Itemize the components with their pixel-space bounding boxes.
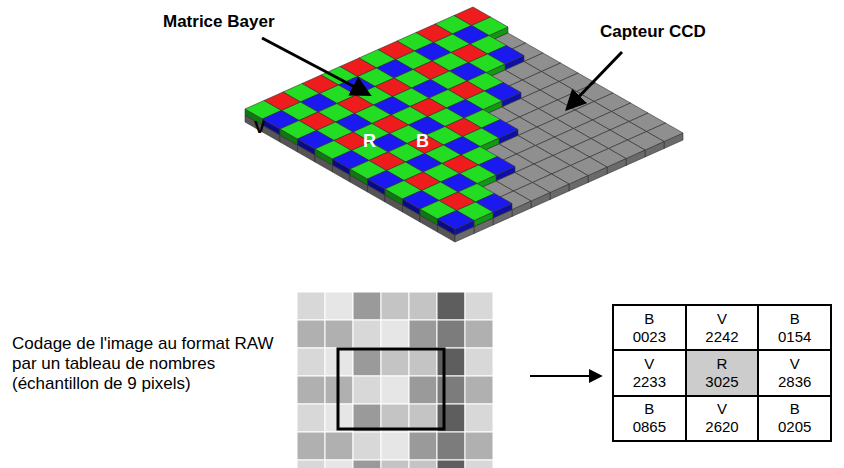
table-cell: V2836 — [758, 350, 831, 395]
color-letter: B — [416, 131, 429, 152]
raw-pixel — [465, 376, 493, 404]
sample-frame — [338, 349, 444, 429]
channel-letter: V — [790, 355, 800, 373]
channel-letter: V — [717, 400, 727, 418]
raw-pixel — [381, 460, 409, 468]
raw-pixel — [353, 320, 381, 348]
raw-pixel — [297, 292, 325, 320]
raw-pixel — [437, 432, 465, 460]
pixel-value: 2620 — [705, 418, 738, 436]
raw-pixel — [353, 348, 381, 376]
raw-pixel — [297, 404, 325, 432]
raw-pixel — [409, 292, 437, 320]
channel-letter: V — [644, 355, 654, 373]
raw-pixel — [409, 320, 437, 348]
raw-pixel — [297, 376, 325, 404]
caption-text: Codage de l'image au format RAW par un t… — [12, 334, 274, 394]
pixel-value: 2233 — [633, 373, 666, 391]
raw-table: B0023V2242B0154V2233R3025V2836B0865V2620… — [612, 304, 832, 442]
table-cell: V2233 — [613, 350, 686, 395]
leader-arrow — [568, 52, 622, 108]
raw-pixel — [325, 460, 353, 468]
raw-pixel — [409, 460, 437, 468]
table-cell: V2242 — [686, 305, 759, 350]
pixel-value: 2242 — [705, 328, 738, 346]
pixel-value: 0205 — [778, 418, 811, 436]
raw-pixel — [297, 348, 325, 376]
raw-pixel — [353, 432, 381, 460]
pixel-value: 2836 — [778, 373, 811, 391]
raw-pixel — [297, 320, 325, 348]
raw-pixel — [409, 348, 437, 376]
raw-pixel — [437, 376, 465, 404]
raw-pixel — [437, 292, 465, 320]
raw-pixel — [381, 292, 409, 320]
raw-pixel — [409, 432, 437, 460]
leader-arrow — [262, 38, 368, 94]
raw-grid — [297, 292, 493, 468]
color-letter: R — [363, 131, 376, 152]
table-cell: B0023 — [613, 305, 686, 350]
raw-pixel — [381, 432, 409, 460]
channel-letter: B — [790, 310, 800, 328]
raw-pixel — [437, 320, 465, 348]
arrow — [530, 375, 600, 377]
color-letter: V — [254, 118, 265, 138]
pixel-value: 0865 — [633, 418, 666, 436]
raw-pixel — [325, 432, 353, 460]
cell-top — [438, 211, 475, 230]
channel-letter: B — [790, 400, 800, 418]
raw-pixel — [381, 376, 409, 404]
raw-pixel — [465, 404, 493, 432]
raw-pixel — [353, 460, 381, 468]
channel-letter: B — [644, 400, 654, 418]
raw-pixel — [465, 460, 493, 468]
raw-pixel — [437, 460, 465, 468]
raw-pixel — [381, 348, 409, 376]
raw-pixel — [465, 292, 493, 320]
pixel-value: 3025 — [705, 373, 738, 391]
raw-pixel — [409, 376, 437, 404]
pixel-value: 0154 — [778, 328, 811, 346]
raw-pixel — [297, 432, 325, 460]
raw-pixel — [325, 292, 353, 320]
channel-letter: R — [717, 355, 728, 373]
channel-letter: B — [644, 310, 654, 328]
bayer-sensor — [245, 7, 683, 242]
raw-pixel — [353, 292, 381, 320]
raw-pixel — [297, 460, 325, 468]
part-label: Matrice Bayer — [163, 12, 275, 32]
table-cell: V2620 — [686, 396, 759, 441]
raw-pixel — [465, 348, 493, 376]
table-cell: B0865 — [613, 396, 686, 441]
raw-pixel — [381, 320, 409, 348]
raw-pixel — [437, 348, 465, 376]
channel-letter: V — [717, 310, 727, 328]
raw-pixel — [465, 320, 493, 348]
table-cell: R3025 — [686, 350, 759, 395]
pixel-value: 0023 — [633, 328, 666, 346]
part-label: Capteur CCD — [600, 22, 706, 42]
table-cell: B0154 — [758, 305, 831, 350]
raw-pixel — [353, 376, 381, 404]
raw-pixel — [325, 320, 353, 348]
table-cell: B0205 — [758, 396, 831, 441]
raw-pixel — [465, 432, 493, 460]
